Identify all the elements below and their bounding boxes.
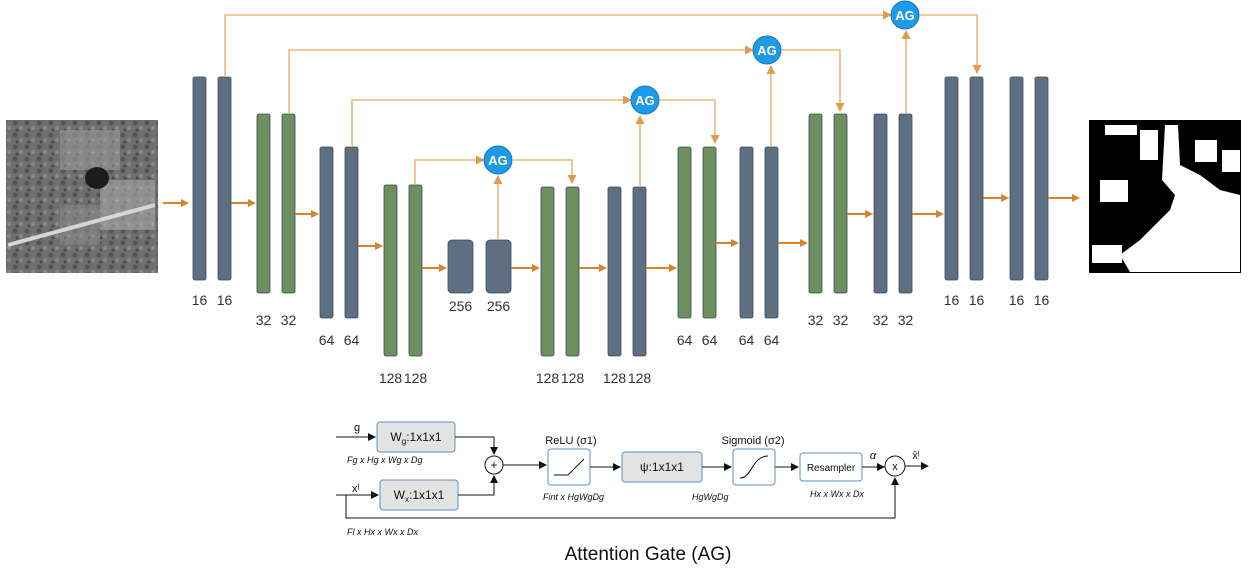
sigmoid-label: Sigmoid (σ2) [721, 435, 784, 447]
x-skip-to-mult-arrow [345, 477, 899, 519]
psi-dims: HgWgDg [692, 492, 729, 502]
channel-label-bottleneck-2: 256 [487, 298, 511, 314]
channel-label-dec3b-1: 64 [739, 332, 755, 348]
channel-label-dec3a-2: 64 [702, 332, 718, 348]
wg-to-sum-arrow [455, 436, 498, 455]
ag-circle-4 [483, 145, 513, 175]
feature-map-bar-dec4a-1 [540, 186, 555, 357]
relu-curve-icon [554, 458, 585, 476]
channel-label-bottleneck-1: 256 [449, 298, 473, 314]
feature-map-bar-dec2a-1 [808, 113, 823, 294]
skip-connection-in-3 [351, 95, 632, 147]
feature-map-bar-enc1-2 [217, 76, 232, 281]
output-mask [1089, 120, 1241, 273]
feature-map-bar-dec3a-1 [677, 146, 692, 319]
skip-connection-out-3 [660, 99, 720, 144]
channel-label-dec4a-1: 128 [536, 370, 560, 386]
feature-map-bar-dec3b-1 [739, 146, 754, 319]
channel-label-dec1a-2: 16 [969, 292, 985, 308]
sum-symbol: + [490, 458, 497, 472]
channel-label-enc4-1: 128 [379, 370, 403, 386]
feature-map-bar-enc2-1 [256, 113, 271, 294]
feature-map-bar-enc3-2 [344, 146, 359, 319]
channel-label-enc3-1: 64 [319, 332, 335, 348]
feature-map-bar-enc3-1 [319, 146, 334, 319]
relu-label: ReLU (σ1) [545, 435, 596, 447]
feature-map-bar-dec4b-1 [607, 186, 622, 357]
channel-label-dec2b-2: 32 [898, 312, 914, 328]
channel-label-dec2a-2: 32 [833, 312, 849, 328]
resampler-label: Resampler [807, 463, 856, 474]
channel-label-dec4b-2: 128 [628, 370, 652, 386]
channel-label-enc4-2: 128 [404, 370, 428, 386]
feature-map-bar-dec1a-2 [969, 76, 984, 281]
channel-label-enc1-1: 16 [192, 292, 208, 308]
psi-box-label: ψ:1x1x1 [640, 460, 684, 474]
g-label: g [354, 422, 360, 434]
ag-circle-2 [752, 35, 782, 65]
feature-map-bar-dec1b-1 [1009, 76, 1024, 281]
wg-box-label: Wg:1x1x1 [390, 430, 441, 446]
channel-label-dec2b-1: 32 [873, 312, 889, 328]
skip-connection-in-1 [224, 10, 892, 77]
channel-label-dec1b-2: 16 [1034, 292, 1050, 308]
skip-connection-out-1 [920, 14, 982, 74]
ag-label-4: AG [488, 153, 508, 168]
feature-map-bar-enc4-1 [383, 184, 398, 357]
channel-label-dec3b-2: 64 [764, 332, 780, 348]
ag-label-2: AG [757, 43, 777, 58]
channel-label-enc2-1: 32 [256, 312, 272, 328]
feature-map-bar-dec1b-2 [1034, 76, 1049, 281]
sigmoid-box [732, 448, 776, 486]
skip-connection-out-4 [513, 159, 577, 184]
feature-map-bar-bottleneck-1 [447, 239, 474, 294]
ag-circle-3 [630, 85, 660, 115]
feature-map-bar-dec2b-2 [898, 113, 913, 294]
skip-connection-out-2 [782, 49, 845, 112]
input-image [6, 120, 158, 273]
wx-to-sum-arrow [458, 475, 498, 496]
g-dims: Fg x Hg x Wg x Dg [347, 455, 423, 465]
attention-gate-diagram: g Wg:1x1x1 Fg x Hg x Wg x Dg xˡ Wx:1x1x1… [336, 421, 929, 537]
sigmoid-curve-icon [739, 455, 769, 479]
ag-circle-1 [890, 0, 920, 30]
skip-connection-in-4 [414, 155, 485, 185]
output-label: x̂ˡ [912, 450, 920, 462]
channel-label-dec2a-1: 32 [808, 312, 824, 328]
alpha-label: α [870, 450, 877, 462]
feature-map-bar-enc1-1 [192, 76, 207, 281]
channel-label-dec1b-1: 16 [1009, 292, 1025, 308]
channel-label-enc2-2: 32 [281, 312, 297, 328]
channel-label-dec1a-1: 16 [944, 292, 960, 308]
ag-label-3: AG [635, 93, 655, 108]
ag-label-1: AG [895, 8, 915, 23]
channel-label-dec3a-1: 64 [677, 332, 693, 348]
feature-map-bar-dec2a-2 [833, 113, 848, 294]
diagram-title: Attention Gate (AG) [565, 544, 732, 565]
channel-label-enc1-2: 16 [217, 292, 233, 308]
x-label: xˡ [352, 483, 360, 495]
fint-dims: Fint x HgWgDg [543, 492, 604, 502]
feature-map-bar-dec3a-2 [702, 146, 717, 319]
multiply-symbol: x [892, 461, 898, 473]
skip-connection-in-2 [288, 45, 754, 114]
feature-map-bar-bottleneck-2 [485, 239, 512, 294]
channel-label-dec4b-1: 128 [603, 370, 627, 386]
channel-label-dec4a-2: 128 [561, 370, 585, 386]
feature-map-bar-dec4a-2 [565, 186, 580, 357]
feature-map-bar-enc4-2 [408, 184, 423, 357]
feature-map-bar-enc2-2 [281, 113, 296, 294]
wx-box-label: Wx:1x1x1 [394, 488, 445, 504]
relu-box [547, 448, 591, 486]
feature-map-bar-dec1a-1 [944, 76, 959, 281]
feature-map-bar-dec2b-1 [873, 113, 888, 294]
resampler-dims: Hx x Wx x Dx [810, 489, 864, 499]
channel-label-enc3-2: 64 [344, 332, 360, 348]
x-dims: Fl x Hx x Wx x Dx [347, 527, 418, 537]
feature-map-bar-dec3b-2 [764, 146, 779, 319]
feature-map-bar-dec4b-2 [632, 186, 647, 357]
